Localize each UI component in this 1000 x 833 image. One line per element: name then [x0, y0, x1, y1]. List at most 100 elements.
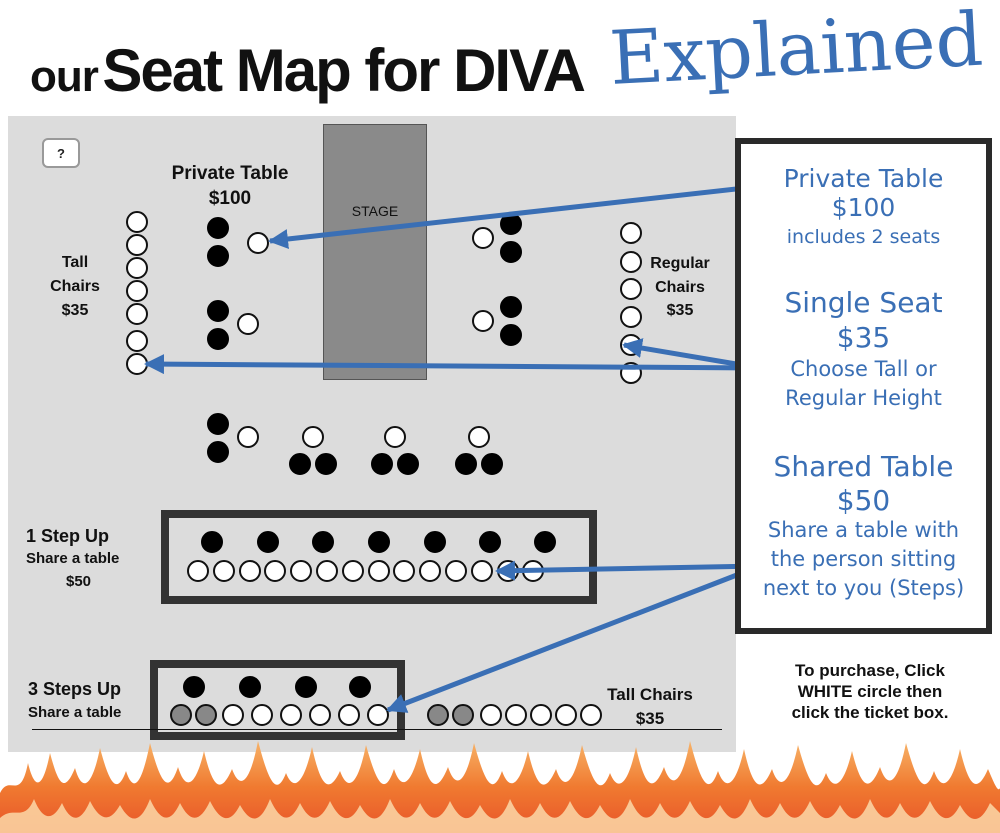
- table-top: [312, 531, 334, 553]
- step3-seat[interactable]: [309, 704, 331, 726]
- private-table-label: Private Table: [171, 163, 289, 184]
- title-word-main: Seat Map for DIVA: [102, 37, 586, 104]
- legend-shared-desc1: Share a table with: [767, 518, 960, 542]
- title-word-our: our: [30, 52, 99, 101]
- table-top: [500, 241, 522, 263]
- instructions-line-2: WHITE circle then: [797, 682, 943, 701]
- step1-sub: Share a table: [26, 550, 120, 567]
- table-top: [295, 676, 317, 698]
- step1-seat[interactable]: [445, 560, 467, 582]
- stage: [323, 124, 427, 380]
- step1-seat[interactable]: [290, 560, 313, 582]
- table-top: [207, 245, 229, 267]
- tall-chair-seat[interactable]: [480, 704, 502, 726]
- regular-chairs-label-2: Chairs: [655, 279, 705, 296]
- instructions-line-1: To purchase, Click: [795, 661, 945, 680]
- step1-seat[interactable]: [212, 560, 235, 582]
- private-table-seat[interactable]: [237, 426, 259, 448]
- table-top: [455, 453, 477, 475]
- taken-seat: [452, 704, 474, 726]
- step3-seat[interactable]: [280, 704, 302, 726]
- step1-seat[interactable]: [238, 560, 261, 582]
- help-button[interactable]: ?: [42, 138, 80, 168]
- tall-chairs-bottom-price: $35: [635, 709, 665, 728]
- table-top: [481, 453, 503, 475]
- table-top: [534, 531, 556, 553]
- table-top: [479, 531, 501, 553]
- table-top: [500, 324, 522, 346]
- tall-chair-seat[interactable]: [126, 280, 148, 302]
- shared-table-seat[interactable]: [384, 426, 406, 448]
- table-top: [201, 531, 223, 553]
- tall-chair-seat[interactable]: [126, 257, 148, 279]
- step1-seat[interactable]: [367, 560, 390, 582]
- regular-chair-seat[interactable]: [620, 222, 642, 244]
- table-top: [368, 531, 390, 553]
- tall-chair-seat[interactable]: [126, 303, 148, 325]
- flames-decoration: [0, 741, 1000, 833]
- tall-chair-seat[interactable]: [126, 234, 148, 256]
- tall-chair-seat[interactable]: [505, 704, 527, 726]
- table-top: [239, 676, 261, 698]
- private-table-price: $100: [208, 188, 252, 209]
- table-top: [207, 328, 229, 350]
- shared-table-seat[interactable]: [302, 426, 324, 448]
- step1-label: 1 Step Up: [26, 526, 110, 546]
- private-table-seat[interactable]: [247, 232, 269, 254]
- step1-seat[interactable]: [470, 560, 493, 582]
- private-table-seat[interactable]: [472, 227, 494, 249]
- legend-private-title: Private Table: [783, 164, 944, 193]
- taken-seat: [170, 704, 192, 726]
- table-top: [349, 676, 371, 698]
- tall-chairs-label: Tall: [61, 254, 89, 271]
- step1-seat[interactable]: [496, 560, 519, 582]
- legend-private-price: $100: [831, 193, 896, 222]
- taken-seat: [195, 704, 217, 726]
- legend-shared-title: Shared Table: [773, 450, 954, 483]
- step1-seat[interactable]: [187, 560, 209, 582]
- step1-table-box: [161, 510, 597, 604]
- tall-chair-seat[interactable]: [555, 704, 577, 726]
- table-top: [207, 441, 229, 463]
- regular-chairs-price: $35: [666, 302, 694, 319]
- tall-chair-seat[interactable]: [580, 704, 602, 726]
- step3-label: 3 Steps Up: [28, 679, 122, 699]
- purchase-instructions: To purchase, Click WHITE circle then cli…: [750, 660, 990, 723]
- taken-seat: [427, 704, 449, 726]
- tall-chair-seat[interactable]: [530, 704, 552, 726]
- table-top: [207, 300, 229, 322]
- table-top: [315, 453, 337, 475]
- private-table-seat[interactable]: [472, 310, 494, 332]
- tall-chair-seat[interactable]: [126, 353, 148, 375]
- stage-label: STAGE: [351, 203, 399, 219]
- shared-table-seat[interactable]: [468, 426, 490, 448]
- table-top: [500, 296, 522, 318]
- step1-price: $50: [66, 573, 92, 590]
- step1-seat[interactable]: [264, 560, 287, 582]
- regular-chair-seat[interactable]: [620, 306, 642, 328]
- legend-panel: [735, 138, 992, 634]
- table-top: [397, 453, 419, 475]
- regular-chair-seat[interactable]: [620, 278, 642, 300]
- legend-private-desc: includes 2 seats: [786, 226, 941, 248]
- private-table-seat[interactable]: [237, 313, 259, 335]
- tall-chair-seat[interactable]: [126, 330, 148, 352]
- table-top: [424, 531, 446, 553]
- legend-single-desc2: Regular Height: [785, 386, 942, 410]
- regular-chair-seat[interactable]: [620, 251, 642, 273]
- step3-sub: Share a table: [28, 704, 122, 721]
- floor-line: [32, 729, 722, 730]
- step3-seat[interactable]: [251, 704, 273, 726]
- step3-seat[interactable]: [222, 704, 244, 726]
- legend-shared-desc3: next to you (Steps): [762, 576, 965, 600]
- regular-chair-seat[interactable]: [620, 362, 642, 384]
- tall-chair-seat[interactable]: [126, 211, 148, 233]
- legend-single-desc1: Choose Tall or: [790, 357, 937, 381]
- step3-seat[interactable]: [338, 704, 360, 726]
- instructions-line-3: click the ticket box.: [791, 703, 949, 722]
- table-top: [183, 676, 205, 698]
- step3-seat[interactable]: [367, 704, 389, 726]
- step1-seat[interactable]: [316, 560, 338, 582]
- regular-chair-seat[interactable]: [620, 334, 642, 356]
- step1-seat[interactable]: [341, 560, 364, 582]
